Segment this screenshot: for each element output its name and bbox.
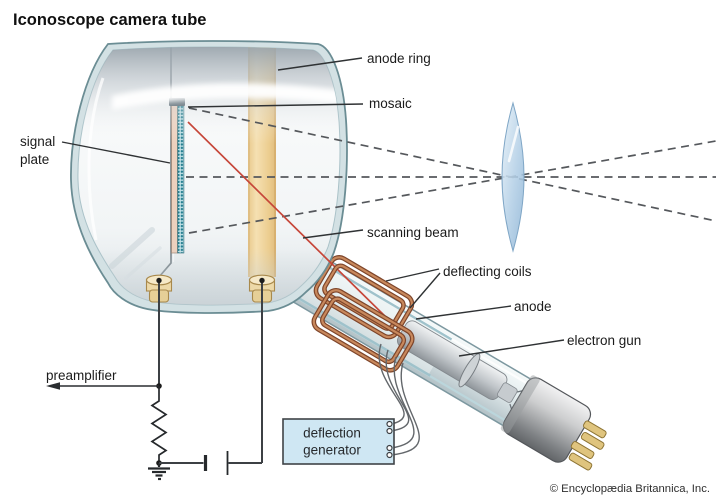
- leader-deflecting-coils-1: [385, 268, 440, 282]
- base-pin: [570, 441, 595, 459]
- bulb-interior: [77, 47, 340, 305]
- photographic-lens: [501, 101, 525, 253]
- label-preamplifier: preamplifier: [46, 368, 117, 383]
- label-anode: anode: [514, 299, 552, 314]
- gun-collar-ring: [458, 353, 481, 388]
- bulb-corner-streak: [124, 246, 162, 280]
- leader-anode-ring: [277, 57, 363, 71]
- leader-electron-gun: [458, 339, 565, 357]
- deflection-generator-label-line2: generator: [303, 443, 361, 458]
- label-signal-plate-line1: signal: [20, 134, 55, 149]
- terminal: [386, 427, 393, 435]
- label-mosaic: mosaic: [369, 96, 412, 111]
- label-signal-plate-line2: plate: [20, 152, 49, 167]
- light-ray-bottom: [188, 140, 717, 234]
- generator-wire: [390, 362, 420, 456]
- leader-lines: [61, 57, 565, 357]
- light-ray-top: [188, 107, 717, 222]
- copyright-credit: © Encyclopædia Britannica, Inc.: [550, 483, 710, 495]
- bulb-left-reflection: [87, 77, 105, 241]
- gun-base-cap-edge: [500, 375, 540, 434]
- deflection-generator-label-line1: deflection: [303, 426, 361, 441]
- deflecting-coils: [311, 255, 415, 373]
- generator-wire: [390, 356, 415, 449]
- label-anode-ring: anode ring: [367, 51, 431, 66]
- pin-contact-dot: [259, 277, 265, 284]
- lens-highlight: [507, 125, 520, 163]
- output-circuit: [46, 283, 263, 481]
- leader-signal-plate: [61, 141, 171, 164]
- generator-wire: [385, 349, 410, 432]
- pin-contact-dot: [156, 277, 162, 284]
- light-rays: [186, 107, 717, 234]
- leader-scanning-beam: [302, 229, 364, 239]
- label-electron-gun: electron gun: [567, 333, 641, 348]
- deflection-generator-box: [282, 418, 395, 465]
- bulb-gloss-streak: [112, 83, 340, 110]
- preamplifier-arrow: [46, 382, 159, 390]
- generator-wires: [378, 343, 420, 456]
- gun-tip: [497, 382, 518, 403]
- page-title: Iconoscope camera tube: [13, 11, 206, 29]
- resistor: [150, 386, 168, 463]
- leader-mosaic: [187, 103, 364, 108]
- leader-anode: [415, 305, 512, 320]
- generator-wire: [378, 343, 405, 425]
- vacuum-tube-bulb: [70, 40, 348, 314]
- base-pins: [568, 420, 607, 471]
- generator-terminals: [386, 420, 393, 459]
- leader-deflecting-coils-2: [409, 272, 441, 309]
- deflecting-coil-lower: [311, 287, 415, 373]
- terminal: [386, 451, 393, 459]
- bulb-corner-streak: [109, 227, 155, 269]
- terminal: [386, 444, 393, 452]
- scanning-beam-line: [187, 121, 334, 266]
- battery: [159, 451, 262, 475]
- base-pin: [568, 452, 593, 471]
- base-pin: [582, 420, 607, 439]
- arrowhead: [46, 382, 60, 390]
- label-scanning-beam: scanning beam: [367, 225, 459, 240]
- base-pin: [580, 431, 605, 450]
- label-deflecting-coils: deflecting coils: [443, 264, 532, 279]
- deflection-generator: deflection generator: [282, 343, 420, 465]
- terminal: [386, 420, 393, 428]
